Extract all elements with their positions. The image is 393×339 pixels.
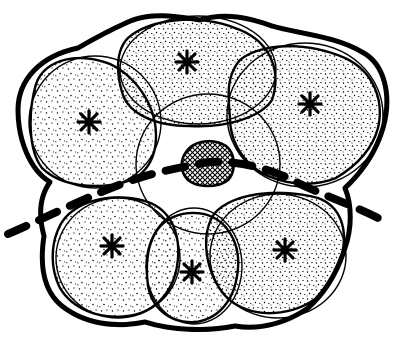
asterisk-star-icon bbox=[274, 239, 296, 261]
asterisk-star-icon bbox=[176, 51, 198, 73]
asterisk-star-icon bbox=[101, 235, 123, 257]
asterisk-star-icon bbox=[78, 111, 100, 133]
asterisk-star-icon bbox=[299, 93, 321, 115]
asterisk-star-icon bbox=[181, 261, 203, 283]
